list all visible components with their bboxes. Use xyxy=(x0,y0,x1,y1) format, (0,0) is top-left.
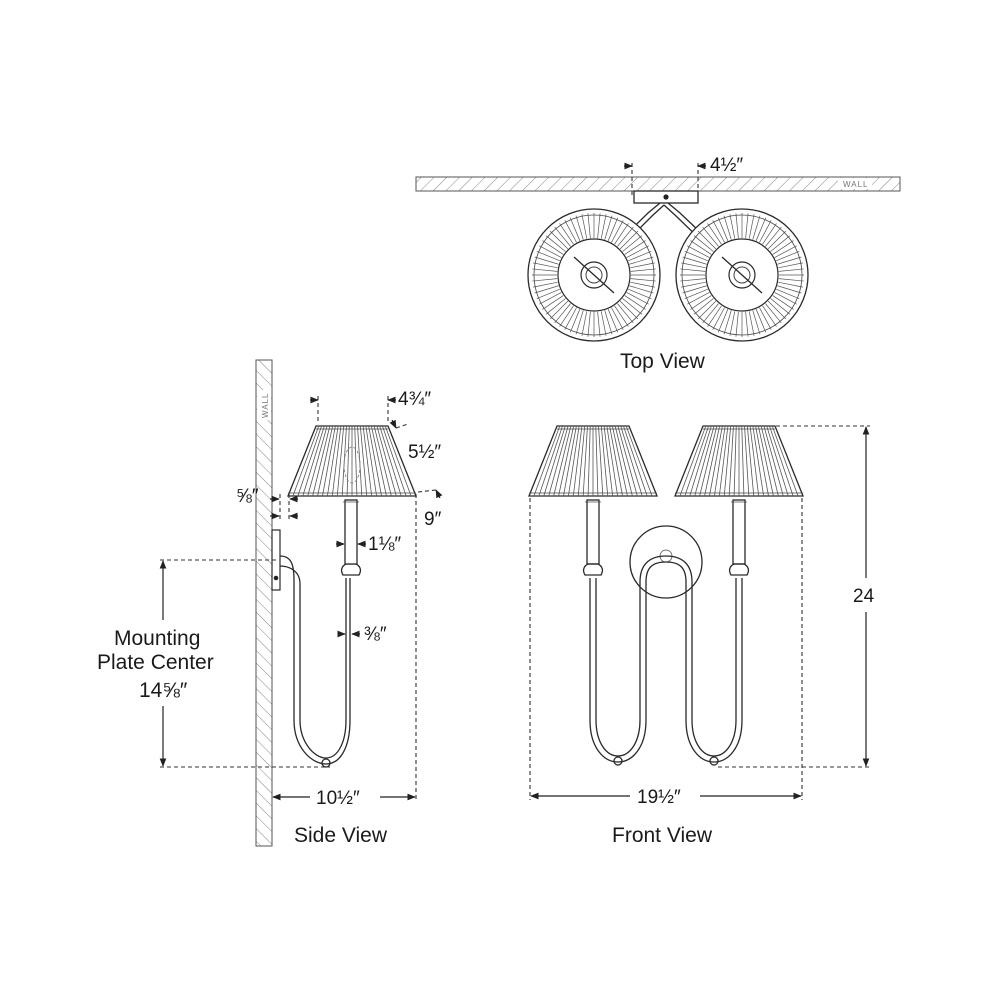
side-wall xyxy=(255,359,273,847)
mounting-label-line1: Mounting xyxy=(114,627,200,650)
side-arm-width-dim: ⅜″ xyxy=(364,624,387,645)
top-plate-width: 4½″ xyxy=(710,155,743,176)
front-shade-left xyxy=(528,425,658,497)
side-extension-dim: 10½″ xyxy=(316,788,360,809)
front-shade-right xyxy=(674,425,804,497)
mounting-label-line2: Plate Center xyxy=(97,651,214,674)
front-width-dim: 19½″ xyxy=(637,787,681,808)
side-shade-bottom-dim: 9″ xyxy=(424,509,442,530)
top-wall xyxy=(415,176,901,192)
top-view: WALL 4½″ Top View xyxy=(415,155,901,373)
side-shade-height-dim: 5½″ xyxy=(408,442,441,463)
front-view: 19½″ 24 Front View xyxy=(528,425,875,847)
side-shade xyxy=(287,425,417,497)
side-view: WALL 4¾″ 5½″ ⅝″ xyxy=(97,359,443,847)
side-plate-projection-dim: ⅝″ xyxy=(236,486,259,507)
side-view-title: Side View xyxy=(294,824,388,847)
front-height-dim: 24 xyxy=(853,586,875,607)
front-arms xyxy=(589,561,743,763)
front-view-title: Front View xyxy=(612,824,713,847)
side-column-width-dim: 1⅛″ xyxy=(368,534,401,555)
top-shade-right xyxy=(675,208,809,342)
side-column xyxy=(344,499,358,565)
side-shade-top-dim: 4¾″ xyxy=(398,389,431,410)
top-wall-label: WALL xyxy=(843,180,869,189)
mounting-value: 14⅝″ xyxy=(139,679,188,702)
top-view-title: Top View xyxy=(620,350,706,373)
side-arm xyxy=(279,555,351,765)
top-shade-left xyxy=(527,208,661,342)
side-wall-label: WALL xyxy=(261,393,270,419)
